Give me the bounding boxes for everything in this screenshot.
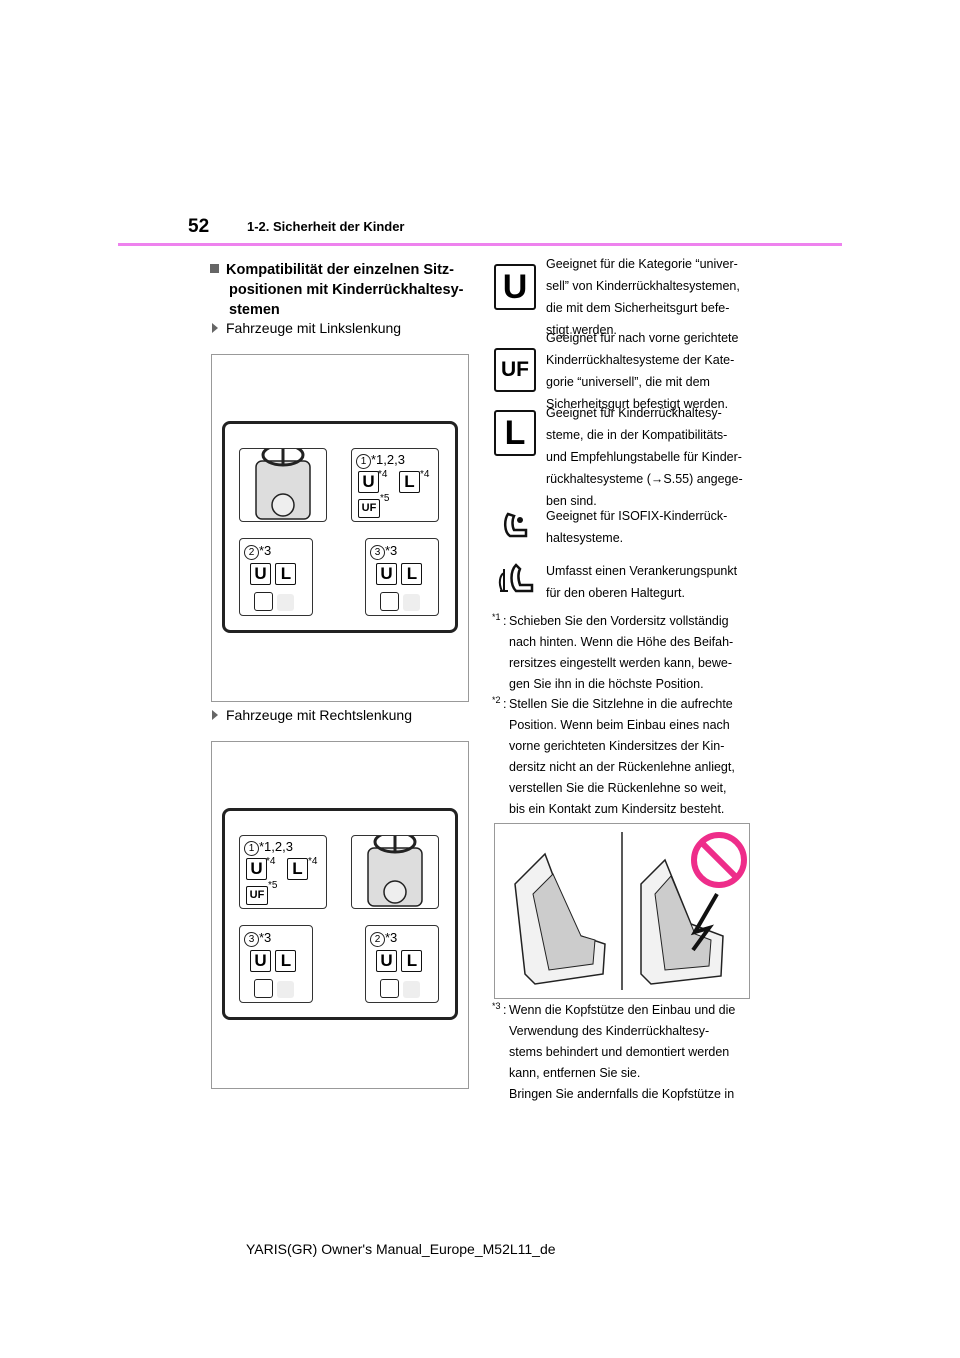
seat-note: *3 [385, 543, 398, 558]
triangle-bullet-icon [212, 710, 218, 720]
seat-number: 2 [244, 545, 259, 560]
header-rule [118, 243, 842, 246]
seat-note: *5 [268, 880, 278, 891]
prohibited-icon [691, 832, 747, 888]
seat-number: 1 [356, 454, 371, 469]
rear-right-seat: 3*3 U L [365, 538, 439, 616]
u-code-icon: U [376, 950, 397, 972]
driver-figure-icon [367, 830, 423, 907]
l-code-icon: L [401, 950, 423, 972]
rhd-subheading: Fahrzeuge mit Rechtslenkung [212, 707, 412, 723]
top-tether-icon [277, 594, 295, 611]
isofix-seat-icon [254, 979, 273, 998]
footnote-3: *3: Wenn die Kopfstütze den Einbau und d… [492, 1001, 736, 1101]
seat-note: *3 [385, 930, 398, 945]
front-passenger-seat: 1*1,2,3 U *4 L *4 UF *5 [351, 448, 439, 522]
rear-left-seat: 2*3 U L [239, 538, 313, 616]
isofix-seat-icon [380, 592, 399, 611]
rear-left-seat: 3*3 U L [239, 925, 313, 1003]
footnote-2: *2: Stellen Sie die Sitzlehne in die auf… [492, 695, 735, 816]
u-code-icon: U [376, 563, 397, 585]
heading-line: positionen mit Kinderrückhaltesy- [229, 282, 464, 298]
rhd-seat-diagram: 1*1,2,3 U *4 L *4 UF *5 3*3 U L 2*3 U [211, 741, 469, 1089]
l-code-icon: L [275, 950, 297, 972]
uf-code-icon: UF [494, 348, 536, 392]
driver-seat [239, 443, 327, 522]
section-title: 1-2. Sicherheit der Kinder [247, 219, 405, 234]
front-passenger-seat: 1*1,2,3 U *4 L *4 UF *5 [239, 835, 327, 909]
square-bullet-icon [210, 263, 219, 273]
l-code-icon: L [287, 858, 308, 880]
driver-seat [351, 830, 439, 909]
u-code-icon: U [494, 264, 536, 310]
l-code-icon: L [401, 563, 423, 585]
seat-number: 3 [370, 545, 385, 560]
seatback-illustration [494, 823, 750, 999]
section-heading: Kompatibilität der einzelnen Sitz- posit… [210, 260, 475, 320]
seat-note: *5 [380, 493, 390, 504]
seat-number: 3 [244, 932, 259, 947]
seat-number: 1 [244, 841, 259, 856]
lhd-seat-diagram: 1*1,2,3 U *4 L *4 UF *5 2*3 U L 3*3 U L [211, 354, 469, 702]
seat-note: *4 [266, 856, 276, 867]
triangle-bullet-icon [212, 323, 218, 333]
rear-right-seat: 2*3 U L [365, 925, 439, 1003]
rhd-label: Fahrzeuge mit Rechtslenkung [226, 707, 412, 723]
footnote-1: *1: Schieben Sie den Vordersitz vollstän… [492, 612, 734, 691]
top-tether-icon [403, 981, 421, 998]
seat-note: *1,2,3 [371, 452, 405, 467]
uf-code-icon: UF [246, 886, 268, 905]
seat-note: *3 [259, 543, 272, 558]
l-code-icon: L [275, 563, 297, 585]
uf-code-icon: UF [358, 499, 380, 518]
seat-note: *4 [308, 856, 318, 867]
footer-text: YARIS(GR) Owner's Manual_Europe_M52L11_d… [246, 1241, 556, 1257]
seat-note: *4 [420, 469, 430, 480]
u-code-icon: U [246, 858, 267, 880]
l-code-icon: L [494, 410, 536, 456]
seat-note: *1,2,3 [259, 839, 293, 854]
u-code-icon: U [250, 563, 271, 585]
u-code-icon: U [358, 471, 379, 493]
top-tether-icon [277, 981, 295, 998]
lhd-label: Fahrzeuge mit Linkslenkung [226, 320, 402, 336]
seatback-drawing [514, 832, 747, 990]
heading-line: Kompatibilität der einzelnen Sitz- [226, 262, 454, 278]
isofix-seat-icon [500, 510, 530, 540]
car-outline: 1*1,2,3 U *4 L *4 UF *5 3*3 U L 2*3 U [222, 808, 458, 1020]
car-outline: 1*1,2,3 U *4 L *4 UF *5 2*3 U L 3*3 U L [222, 421, 458, 633]
page-number: 52 [188, 216, 210, 237]
isofix-seat-icon [380, 979, 399, 998]
seat-note: *3 [259, 930, 272, 945]
legend-isofix-text: Geeignet für ISOFIX-Kinderrück-haltesyst… [546, 509, 728, 545]
top-tether-icon [496, 561, 536, 597]
seat-number: 2 [370, 932, 385, 947]
driver-figure-icon [255, 443, 311, 520]
top-tether-icon [403, 594, 421, 611]
heading-line: stemen [229, 302, 280, 318]
seat-note: *4 [378, 469, 388, 480]
l-code-icon: L [399, 471, 420, 493]
isofix-seat-icon [254, 592, 273, 611]
u-code-icon: U [250, 950, 271, 972]
legend-u-text: Geeignet für die Kategorie “univer-sell”… [546, 257, 740, 337]
legend-l-text: Geeignet für Kinderrückhaltesy-steme, di… [546, 406, 743, 508]
lhd-subheading: Fahrzeuge mit Linkslenkung [212, 320, 401, 336]
